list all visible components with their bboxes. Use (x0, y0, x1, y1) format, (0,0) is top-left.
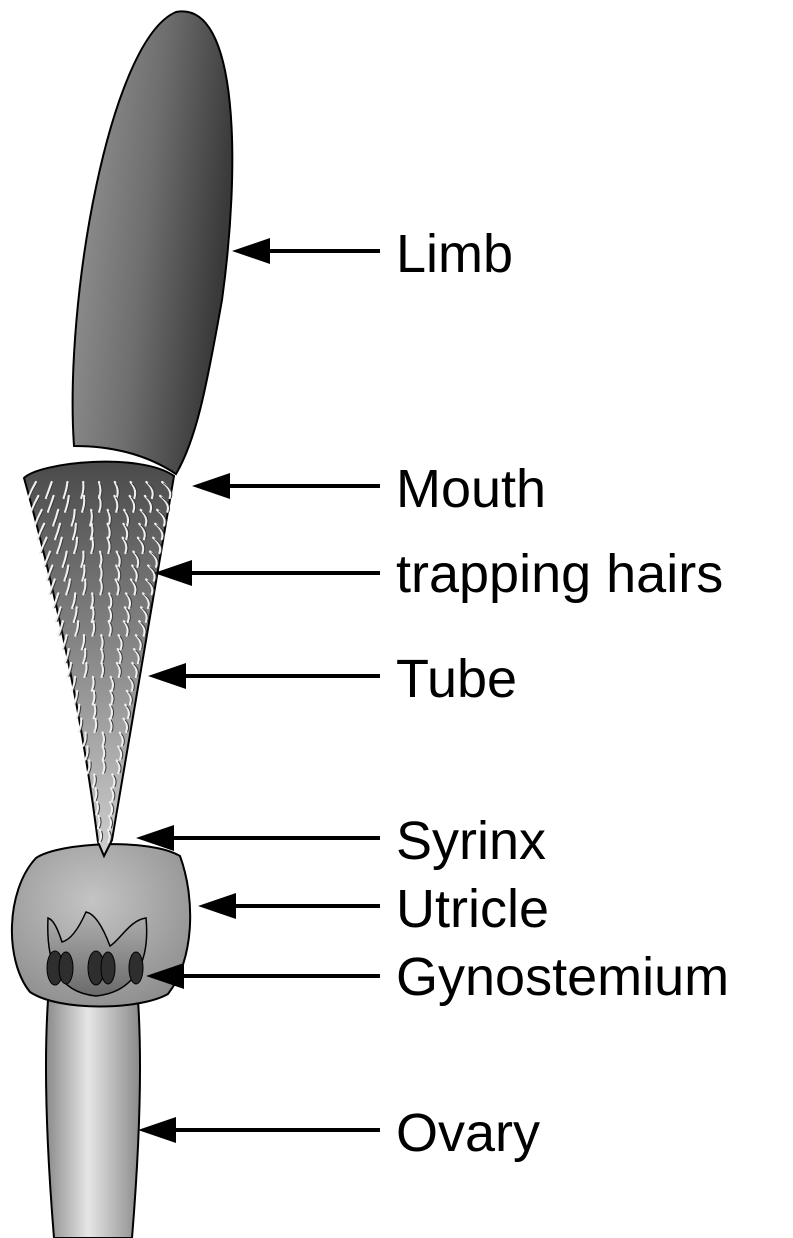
tube-shape (24, 462, 174, 856)
ovary-shape (46, 1000, 140, 1238)
anther (129, 952, 143, 984)
ovary-arrowhead (138, 1117, 176, 1143)
label-mouth: Mouth (396, 459, 546, 519)
label-utricle: Utricle (396, 879, 549, 939)
mouth-arrowhead (192, 473, 230, 499)
label-ovary: Ovary (396, 1103, 540, 1163)
limb-arrowhead (232, 238, 270, 264)
utricle-arrowhead (198, 893, 236, 919)
label-tube: Tube (396, 649, 517, 709)
label-gynostemium: Gynostemium (396, 947, 729, 1007)
tube-arrowhead (148, 663, 186, 689)
anther (101, 952, 115, 984)
limb-shape (73, 11, 233, 474)
label-trapping-hairs: trapping hairs (396, 544, 723, 604)
anther (59, 952, 73, 984)
label-syrinx: Syrinx (396, 811, 546, 871)
label-limb: Limb (396, 224, 513, 284)
